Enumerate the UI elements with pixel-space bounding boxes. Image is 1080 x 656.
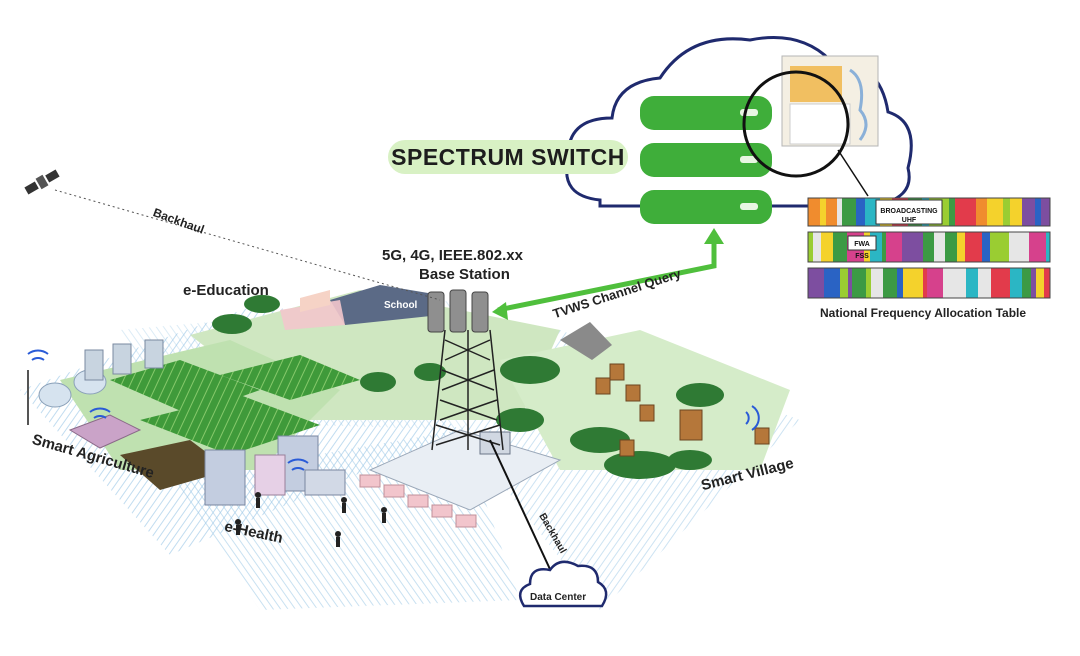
health-buildings [204, 435, 346, 506]
fss-label: FSS [855, 253, 869, 260]
wifi-icon [27, 349, 760, 471]
fwa-label: FWA [854, 241, 870, 248]
school-building [280, 285, 440, 330]
school-label: School [384, 300, 418, 311]
spectrum-switch-label: SPECTRUM SWITCH [388, 140, 628, 174]
data-center-cloud [518, 560, 608, 608]
results-panel [781, 55, 879, 147]
tower-antennas [427, 289, 489, 333]
magnifier-icon [742, 70, 850, 178]
data-center-label: Data Center [530, 592, 587, 603]
cell-tower [431, 329, 504, 451]
base-station-line1: 5G, 4G, IEEE.802.xx [382, 247, 523, 264]
e-education-label: e-Education [183, 282, 269, 299]
datacenter-backhaul-line [489, 439, 556, 581]
frequency-table: BROADCASTING UHF FWA FSS [807, 197, 1051, 299]
broadcasting-label: BROADCASTING [880, 208, 938, 215]
satellite-backhaul-line [54, 189, 441, 301]
satellite-icon [24, 169, 60, 195]
base-station-line2: Base Station [419, 266, 510, 283]
fwa-chip [847, 235, 877, 251]
crop-fields [110, 355, 360, 490]
farm-structures [27, 339, 164, 449]
people [235, 492, 387, 547]
mountain [560, 322, 612, 360]
server-stack [640, 96, 772, 224]
magnifier-pointer-line [837, 149, 869, 197]
broadcasting-chip [875, 199, 943, 225]
uhf-label: UHF [902, 217, 917, 224]
tvws-query-arrow [492, 228, 724, 320]
trees [212, 295, 724, 479]
nfat-title: National Frequency Allocation Table [820, 306, 1027, 320]
village-huts [595, 363, 770, 457]
